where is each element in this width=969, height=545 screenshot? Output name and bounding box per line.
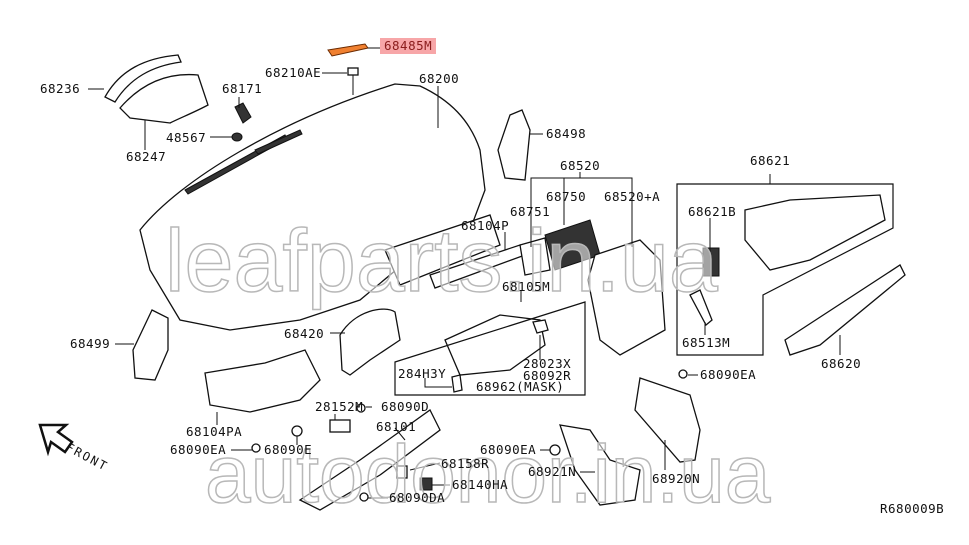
label-68140HA[interactable]: 68140HA — [452, 477, 509, 492]
part-68621[interactable] — [744, 194, 886, 271]
part-68104P[interactable] — [384, 214, 501, 286]
part-68513M[interactable] — [689, 289, 713, 327]
fastener-68090DA[interactable] — [359, 492, 369, 502]
label-68090EA-middle[interactable]: 68090EA — [480, 442, 537, 457]
fastener-68090EA-left[interactable] — [251, 443, 261, 453]
part-68920N[interactable] — [634, 377, 701, 463]
diagram-code: R680009B — [880, 501, 945, 516]
part-68210AE[interactable] — [347, 67, 359, 95]
label-68485M[interactable]: 68485M — [380, 38, 437, 54]
part-68621B[interactable] — [702, 247, 720, 277]
part-68620[interactable] — [784, 264, 906, 356]
label-68200[interactable]: 68200 — [419, 71, 460, 86]
part-68420[interactable] — [339, 308, 401, 376]
part-68200[interactable] — [139, 83, 486, 331]
label-68498[interactable]: 68498 — [546, 126, 587, 141]
label-48567[interactable]: 48567 — [166, 130, 207, 145]
label-68104P[interactable]: 68104P — [461, 218, 510, 233]
label-68210AE[interactable]: 68210AE — [265, 65, 322, 80]
label-68750[interactable]: 68750 — [546, 189, 587, 204]
part-284H3Y[interactable] — [451, 374, 463, 393]
part-68921N[interactable] — [559, 424, 641, 506]
part-68750[interactable] — [544, 219, 601, 271]
fastener-68090E[interactable] — [291, 425, 303, 437]
part-68499[interactable] — [132, 309, 169, 381]
label-68090EA-left[interactable]: 68090EA — [170, 442, 227, 457]
label-68104PA[interactable]: 68104PA — [186, 424, 243, 439]
part-68101[interactable] — [298, 409, 441, 511]
label-68921N[interactable]: 68921N — [528, 464, 577, 479]
part-28023X[interactable] — [532, 319, 549, 334]
part-68520A[interactable] — [587, 239, 666, 356]
part-68158R[interactable] — [396, 465, 408, 479]
label-68751[interactable]: 68751 — [510, 204, 551, 219]
part-68485M[interactable] — [327, 43, 369, 57]
label-68090D[interactable]: 68090D — [381, 399, 430, 414]
label-68158R[interactable]: 68158R — [441, 456, 490, 471]
fastener-68090EA-middle[interactable] — [549, 444, 561, 456]
label-68962-mask[interactable]: 68962(MASK) — [476, 379, 565, 394]
label-284H3Y[interactable]: 284H3Y — [398, 366, 447, 381]
label-68101[interactable]: 68101 — [376, 419, 417, 434]
label-68920N[interactable]: 68920N — [652, 471, 701, 486]
label-68620[interactable]: 68620 — [821, 356, 862, 371]
label-68499[interactable]: 68499 — [70, 336, 111, 351]
label-68090EA-right[interactable]: 68090EA — [700, 367, 757, 382]
label-68236[interactable]: 68236 — [40, 81, 81, 96]
label-68520[interactable]: 68520 — [560, 158, 601, 173]
label-68420[interactable]: 68420 — [284, 326, 325, 341]
part-68140HA[interactable] — [419, 477, 433, 491]
label-68247[interactable]: 68247 — [126, 149, 167, 164]
label-68621B[interactable]: 68621B — [688, 204, 737, 219]
label-68171[interactable]: 68171 — [222, 81, 263, 96]
fastener-68090D[interactable] — [356, 403, 366, 413]
leader-lines — [88, 47, 894, 499]
label-28023X[interactable]: 28023X — [523, 356, 572, 371]
label-68105M[interactable]: 68105M — [502, 279, 551, 294]
defroster-vent-2 — [254, 129, 303, 155]
fastener-68090EA-right[interactable] — [678, 369, 688, 379]
part-68247[interactable] — [119, 73, 209, 124]
label-68520A[interactable]: 68520+A — [604, 189, 661, 204]
part-68236[interactable] — [104, 54, 182, 103]
front-arrow-icon — [38, 423, 74, 457]
label-68513M[interactable]: 68513M — [682, 335, 731, 350]
label-68092R[interactable]: 68092R — [523, 368, 572, 383]
label-68090E[interactable]: 68090E — [264, 442, 313, 457]
part-28152M[interactable] — [329, 419, 351, 433]
part-68171[interactable] — [234, 102, 252, 124]
label-28152M[interactable]: 28152M — [315, 399, 364, 414]
part-68104PA[interactable] — [204, 349, 321, 413]
label-68090DA[interactable]: 68090DA — [389, 490, 446, 505]
part-68498[interactable] — [497, 109, 531, 181]
label-68621[interactable]: 68621 — [750, 153, 791, 168]
part-68751[interactable] — [519, 237, 551, 276]
part-48567[interactable] — [231, 132, 243, 142]
